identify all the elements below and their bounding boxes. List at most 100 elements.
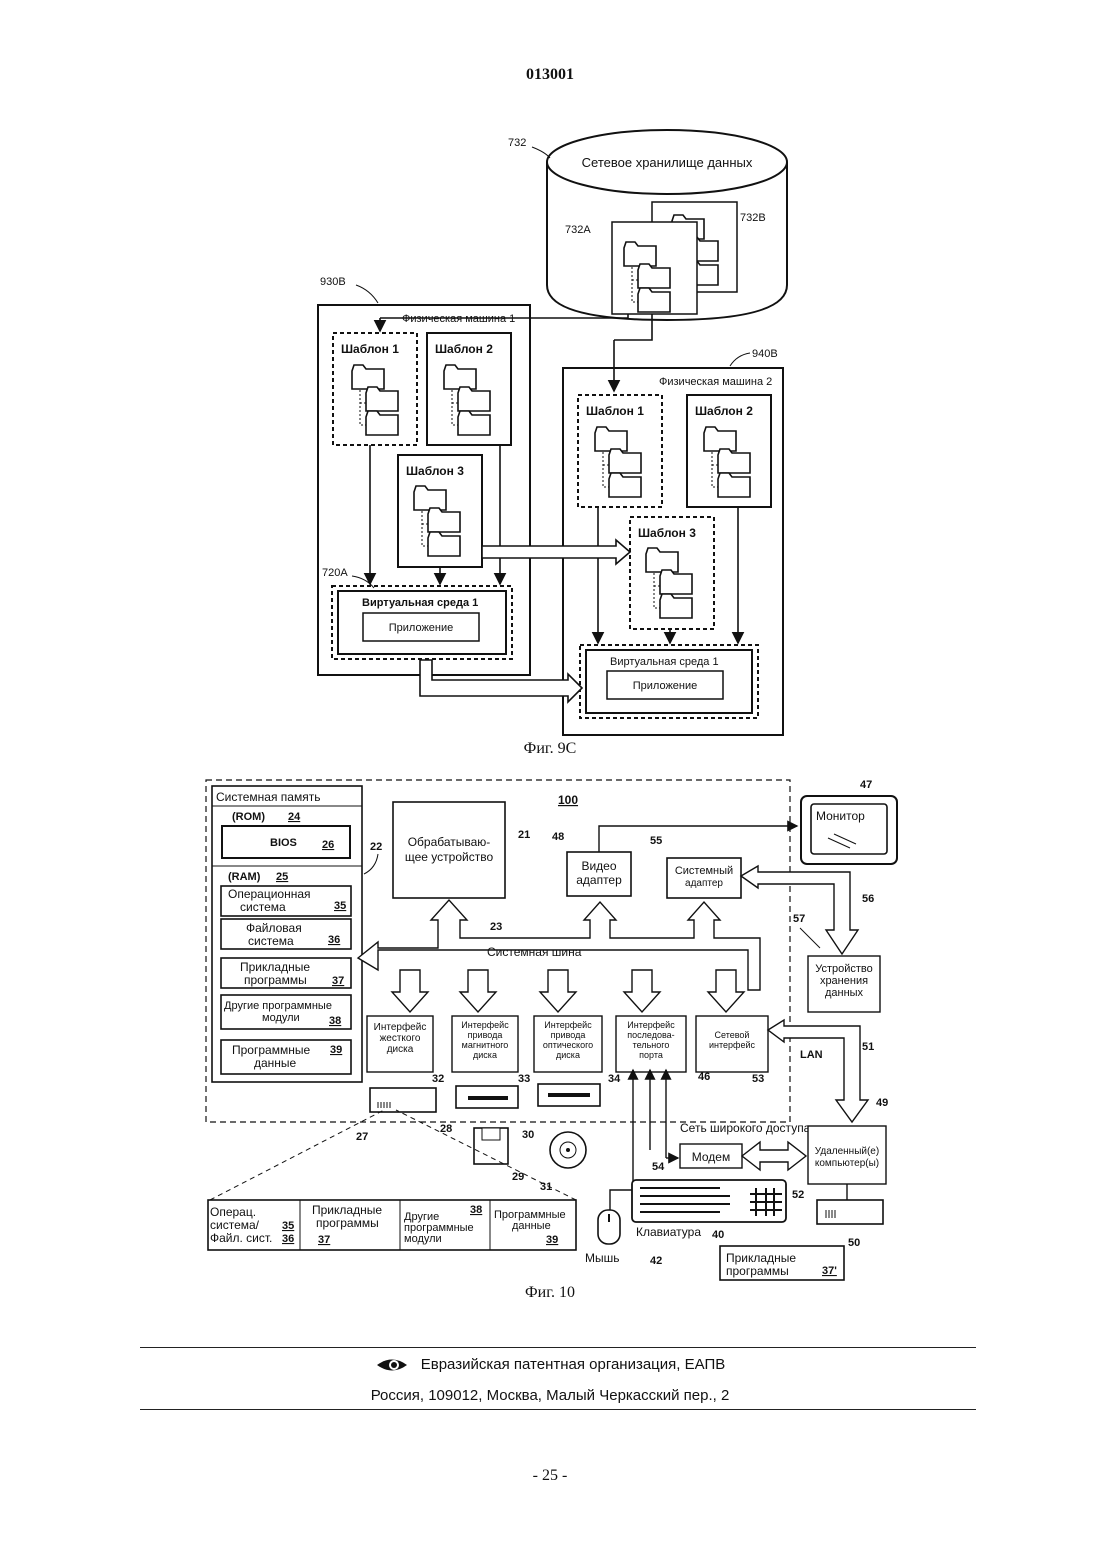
physical-machine-2: Физическая машина 2 940В Шаблон 1 Шаблон…: [563, 348, 783, 735]
storage-ref-a: 732А: [565, 224, 591, 236]
machine1-env-ref: 720А: [322, 567, 348, 579]
svg-text:оптического: оптического: [543, 1040, 593, 1050]
svg-text:диска: диска: [473, 1050, 497, 1060]
sysadapter-line2: адаптер: [685, 878, 723, 889]
sysadapter-line1: Системный: [675, 865, 733, 877]
svg-text:29: 29: [512, 1171, 524, 1183]
storage-ref: 732: [508, 137, 526, 149]
svg-text:46: 46: [698, 1071, 710, 1083]
migrate-template-arrow: [482, 540, 630, 564]
memory-title: Системная память: [216, 790, 320, 804]
mem-fs-1: Файловая: [246, 921, 302, 935]
computer-ref: 100: [558, 793, 578, 807]
svg-text:42: 42: [650, 1255, 662, 1267]
bus-drop-arrows: [392, 970, 744, 1012]
svg-text:хранения: хранения: [820, 975, 868, 987]
system-adapter: Системный адаптер 55: [650, 835, 741, 898]
svg-text:30: 30: [522, 1129, 534, 1141]
svg-text:32: 32: [432, 1073, 444, 1085]
svg-text:38: 38: [470, 1204, 482, 1216]
optical-drive: 30: [522, 1084, 600, 1141]
m2-template3: Шаблон 3: [638, 526, 696, 540]
svg-text:Сетевой: Сетевой: [715, 1030, 750, 1040]
remote-computer: Удаленный(е) компьютер(ы) 49 52: [792, 1097, 888, 1201]
svg-text:система/: система/: [210, 1218, 260, 1232]
mem-apps-2: программы: [244, 973, 307, 987]
monitor: Монитор 47: [801, 779, 897, 864]
bios-label: BIOS: [270, 837, 297, 849]
mem-apps-ref: 37: [332, 975, 344, 987]
wan-label: Сеть широкого доступа: [680, 1121, 811, 1135]
svg-text:Прикладные: Прикладные: [312, 1203, 382, 1217]
m1-template3: Шаблон 3: [406, 464, 464, 478]
footer-org-text: Евразийская патентная организация, ЕАПВ: [421, 1356, 726, 1373]
svg-text:привода: привода: [551, 1030, 586, 1040]
m2-template1: Шаблон 1: [586, 404, 644, 418]
video-line2: адаптер: [576, 873, 622, 887]
optical-disc: 31: [540, 1132, 586, 1193]
footer-org: Евразийская патентная организация, ЕАПВ: [0, 1356, 1100, 1374]
svg-text:Интерфейс: Интерфейс: [627, 1020, 675, 1030]
svg-text:компьютер(ы): компьютер(ы): [815, 1158, 879, 1169]
svg-text:40: 40: [712, 1229, 724, 1241]
figure-9c-diagram: Сетевое хранилище данных 732 732А 732В Ф…: [0, 0, 1100, 770]
bus-ref: 23: [490, 921, 502, 933]
svg-text:программы: программы: [316, 1216, 379, 1230]
m1-template2: Шаблон 2: [435, 342, 493, 356]
video-adapter: Видео адаптер 48: [552, 831, 631, 896]
svg-text:50: 50: [848, 1237, 860, 1249]
optical-interface: Интерфейс привода оптического диска 34: [534, 1016, 621, 1085]
svg-text:Модем: Модем: [692, 1150, 730, 1164]
mem-fs-ref: 36: [328, 934, 340, 946]
svg-text:Файл. сист.: Файл. сист.: [210, 1231, 272, 1245]
storage-ref-b: 732В: [740, 212, 766, 224]
svg-text:тельного: тельного: [633, 1040, 670, 1050]
svg-text:Прикладные: Прикладные: [726, 1251, 796, 1265]
svg-text:Интерфейс: Интерфейс: [374, 1021, 427, 1033]
rom-label: (ROM): [232, 811, 265, 823]
svg-text:диска: диска: [387, 1044, 414, 1055]
mem-os-ref: 35: [334, 900, 346, 912]
lan-ref: 51: [862, 1041, 874, 1053]
mem-mods-1: Другие программные: [224, 1000, 332, 1012]
memory-ref: 22: [370, 841, 382, 853]
svg-text:54: 54: [652, 1161, 665, 1173]
mem-data-1: Программные: [232, 1043, 310, 1057]
mem-fs-2: система: [248, 934, 294, 948]
svg-text:Интерфейс: Интерфейс: [544, 1020, 592, 1030]
machine2-label: Физическая машина 2: [659, 376, 772, 388]
svg-text:данных: данных: [825, 987, 864, 999]
floppy-interface: Интерфейс привода магнитного диска 33: [452, 1016, 530, 1085]
svg-text:36: 36: [282, 1233, 294, 1245]
mem-os-1: Операционная: [228, 887, 311, 901]
mem-data-2: данные: [254, 1056, 297, 1070]
network-storage-cylinder: Сетевое хранилище данных 732 732А 732В: [508, 130, 787, 320]
disk-contents-table: Операц. система/ Файл. сист. 35 36 Прикл…: [208, 1200, 576, 1250]
keyboard: Клавиатура 40: [632, 1180, 786, 1241]
svg-text:программы: программы: [726, 1264, 789, 1278]
svg-text:35: 35: [282, 1220, 294, 1232]
svg-text:56: 56: [862, 893, 874, 905]
video-line1: Видео: [581, 859, 616, 873]
processing-unit: Обрабатываю- щее устройство 21: [393, 802, 530, 898]
svg-text:49: 49: [876, 1097, 888, 1109]
footer-address: Россия, 109012, Москва, Малый Черкасский…: [0, 1387, 1100, 1404]
remote-drive: 50: [817, 1184, 883, 1249]
svg-text:Удаленный(е): Удаленный(е): [815, 1146, 879, 1157]
svg-text:привода: привода: [468, 1030, 503, 1040]
svg-text:52: 52: [792, 1189, 804, 1201]
svg-text:магнитного: магнитного: [462, 1040, 509, 1050]
svg-text:57: 57: [793, 913, 805, 925]
m2-template2: Шаблон 2: [695, 404, 753, 418]
svg-text:порта: порта: [639, 1050, 663, 1060]
bios-ref: 26: [322, 839, 334, 851]
remote-apps: Прикладные программы 37': [720, 1246, 844, 1280]
svg-text:27: 27: [356, 1131, 368, 1143]
svg-text:37': 37': [822, 1265, 837, 1277]
mem-mods-ref: 38: [329, 1015, 341, 1027]
m1-env-label: Виртуальная среда 1: [362, 597, 478, 609]
svg-text:модули: модули: [404, 1233, 442, 1245]
figure-10-caption: Фиг. 10: [0, 1284, 1100, 1302]
cpu-ref: 21: [518, 829, 530, 841]
cpu-line2: щее устройство: [405, 850, 494, 864]
